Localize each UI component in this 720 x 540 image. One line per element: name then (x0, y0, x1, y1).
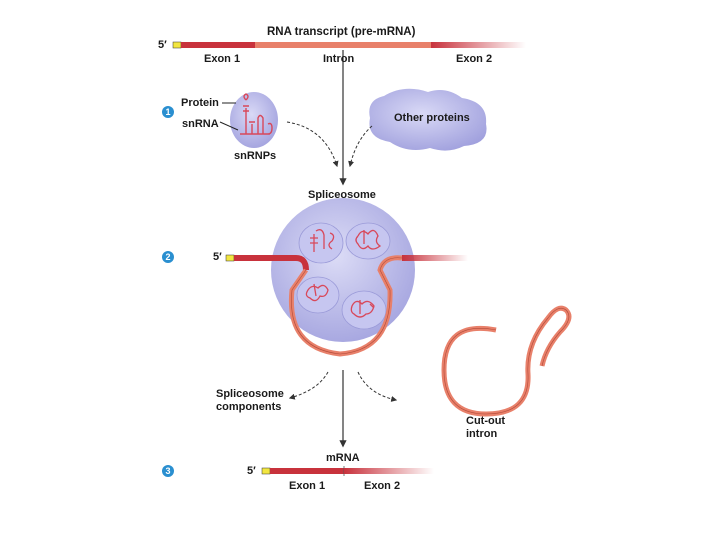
snrnp-subunit (298, 222, 344, 264)
exon-1-label: Exon 1 (204, 53, 241, 65)
exon-2-label: Exon 2 (456, 53, 493, 65)
spliceosome-label: Spliceosome (308, 189, 376, 201)
snrna-label: snRNA (182, 118, 219, 130)
five-prime-label: 5′ (158, 39, 167, 51)
intron-segment (255, 42, 431, 48)
intron-label: Intron (323, 53, 355, 65)
lariat-outline (443, 307, 570, 415)
mrna-exon-2 (344, 468, 434, 474)
exon-1-strand-step2 (234, 255, 309, 271)
five-prime-label-step2: 5′ (213, 251, 222, 263)
mrna-exon-1-label: Exon 1 (289, 480, 326, 492)
pre-mrna-strand (172, 41, 526, 49)
snrnp-subunit (345, 222, 391, 260)
exon-2-segment (431, 42, 526, 48)
cut-out-intron-lariat (441, 305, 572, 417)
step-2-badge: 2 (162, 251, 174, 263)
spliceosome-components-label-line2: components (216, 401, 282, 413)
step-1-badge: 1 (162, 106, 174, 118)
other-proteins-cloud (369, 88, 487, 151)
snrna-structure (240, 93, 273, 135)
protein-label: Protein (181, 97, 219, 109)
arrow-to-components (288, 371, 329, 400)
snrna-pointer (219, 121, 239, 131)
cut-out-intron-label-line2: intron (466, 428, 498, 440)
intron-loop-outline (291, 257, 403, 355)
exon-2-strand-step2 (402, 255, 468, 261)
snrnp-subunit (296, 276, 340, 314)
spliceosome-components-label-line1: Spliceosome (216, 388, 284, 400)
mrna-exon-2-label: Exon 2 (364, 480, 401, 492)
snrnps-label: snRNPs (234, 150, 277, 162)
five-prime-label-step3: 5′ (247, 465, 256, 477)
arrow-to-intron (357, 371, 398, 402)
five-prime-cap-mrna (261, 467, 271, 475)
cut-out-intron-label-line1: Cut-out (466, 415, 506, 427)
other-proteins-label: Other proteins (394, 112, 470, 124)
five-prime-cap-step2 (225, 254, 235, 262)
mrna-exon-1 (270, 468, 344, 474)
mrna-label: mRNA (326, 452, 360, 464)
exon-1-segment (181, 42, 255, 48)
arrow-from-snrnps (286, 121, 339, 168)
arrow-from-other-proteins (348, 125, 373, 168)
diagram-title: RNA transcript (pre-mRNA) (267, 26, 416, 38)
snrnp-subunit (341, 290, 387, 330)
step-3-badge: 3 (162, 465, 174, 477)
snrnp-subunits (296, 222, 391, 330)
five-prime-cap (172, 41, 182, 49)
spliceosome-snrna (305, 229, 382, 318)
snrnp-particle (230, 92, 278, 148)
